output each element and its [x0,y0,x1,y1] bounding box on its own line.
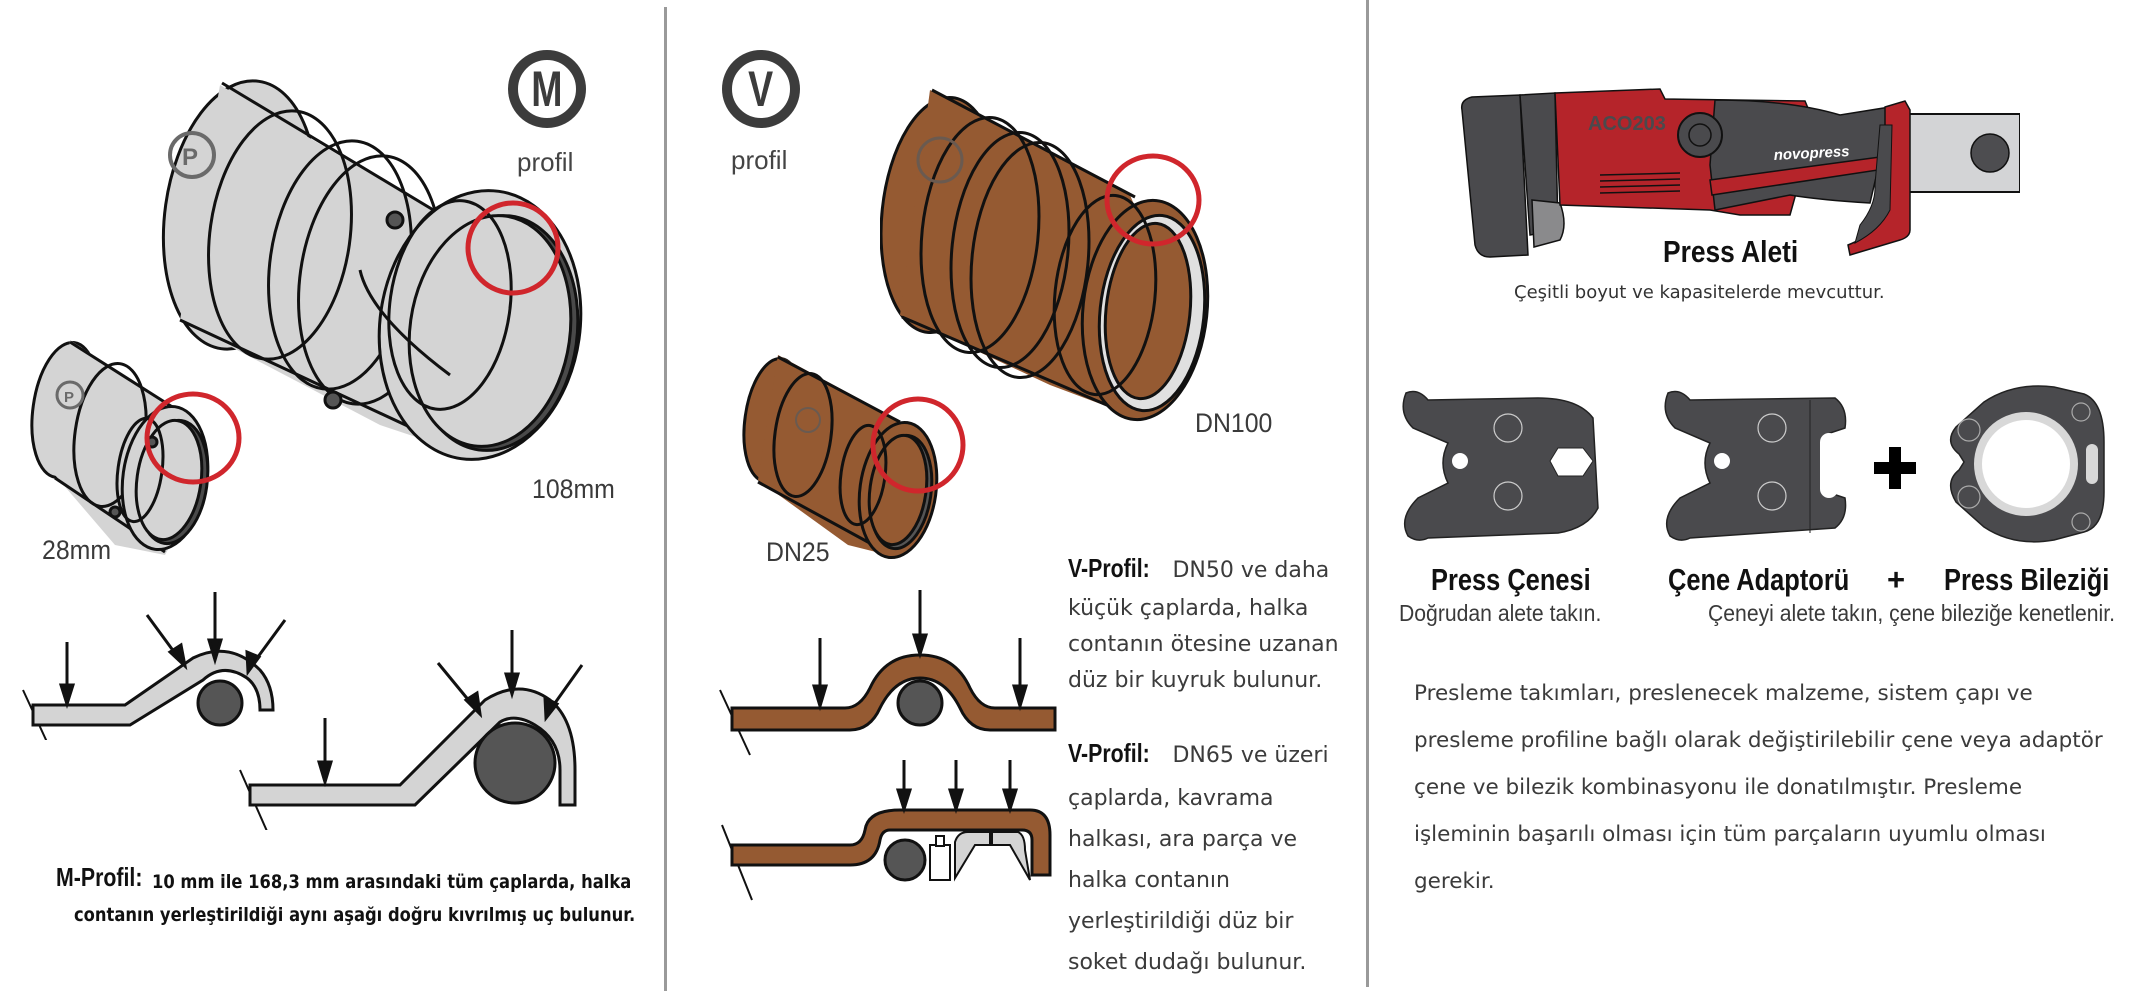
paragraph-line: Presleme takımları, preslenecek malzeme,… [1414,681,2033,706]
paragraph-line: presleme profiline bağlı olarak değiştir… [1414,728,2103,753]
v-profile-description-2-line: halkası, ara parça ve [1068,827,1298,852]
svg-text:P: P [64,389,74,406]
jaw-adapter-illustration [1664,390,1847,541]
m-fitting-28mm-illustration: P [30,340,210,555]
v-profile-description-2-line: soket dudağı bulunur. [1068,950,1307,975]
m-profile-caption-line1: 10 mm ile 168,3 mm arasındaki tüm çaplar… [152,871,632,893]
v-fitting-dn25-highlight-circle [870,396,966,494]
press-tool-illustration: ACO203 novopress [1460,88,2020,258]
v-profile-badge-word: profil [731,145,788,175]
paragraph-line: gerekir. [1414,869,1495,894]
v-profile-description-2-line: yerleştirildiği düz bir [1068,909,1294,934]
v-fitting-dn100-label: DN100 [1195,408,1273,438]
m-profile-badge-letter: M [531,61,563,117]
v-profile-description-1-line: düz bir kuyruk bulunur. [1068,668,1323,693]
m-fitting-108mm-highlight-circle [465,200,561,296]
press-tools-paragraph: Presleme takımları, preslenecek malzeme,… [1414,670,2103,905]
jaw-adapter-title: Çene Adaptorü [1668,562,1850,597]
svg-text:P: P [182,144,198,171]
adapter-plus-label: + [1887,562,1906,597]
v-profile-badge-letter: V [748,61,774,117]
v-profile-description-1: V-Profil: DN50 ve daha küçük çaplarda, h… [1068,550,1339,699]
v-profile-description-1-line: contanın ötesine uzanan [1068,632,1339,657]
v-profile-description-1-line: küçük çaplarda, halka [1068,596,1309,621]
m-fitting-108mm-label: 108mm [532,474,615,504]
press-jaw-illustration [1402,390,1599,541]
v-fitting-dn25-label: DN25 [766,537,830,567]
m-profile-cross-section-small [22,592,287,740]
m-profile-caption: M-Profil: 10 mm ile 168,3 mm arasındaki … [56,862,646,926]
press-tool-brand-label: novopress [1773,143,1850,164]
m-profile-caption-line2: contanın yerleştirildiği aynı aşağı doğr… [74,904,636,926]
m-fitting-28mm-highlight-circle [144,391,242,485]
v-profile-description-1-head: V-Profil: [1068,553,1150,583]
v-profile-cross-section-large-dn [721,760,1052,901]
v-fitting-dn100-highlight-circle [1104,153,1202,247]
v-profile-description-1-line: DN50 ve daha [1172,558,1330,583]
press-jaw-title: Press Çenesi [1431,562,1591,597]
press-ring-title: Press Bileziği [1944,562,2110,597]
press-jaw-subtitle: Doğrudan alete takın. [1399,600,1602,626]
v-profile-badge: V [722,50,800,128]
v-profile-description-2-head: V-Profil: [1068,738,1150,768]
paragraph-line: çene ve bilezik kombinasyonu ile donatıl… [1414,775,2023,800]
m-profile-caption-head: M-Profil: [56,862,143,892]
m-profile-cross-section-large [239,630,584,830]
press-tool-model-label: ACO203 [1588,113,1666,135]
m-fitting-108mm-illustration: P [161,79,583,461]
v-profile-description-2-line: çaplarda, kavrama [1068,786,1274,811]
v-profile-description-2-line: DN65 ve üzeri [1172,743,1329,768]
paragraph-line: işleminin başarılı olması için tüm parça… [1414,822,2046,847]
press-ring-illustration [1950,385,2105,543]
m-profile-badge-word: profil [517,147,574,177]
adapter-ring-subtitle: Çeneyi alete takın, çene bileziğe kenetl… [1708,600,2115,626]
v-fitting-dn25-illustration [742,355,939,560]
press-tool-subtitle: Çeşitli boyut ve kapasitelerde mevcuttur… [1514,282,1885,303]
m-profile-badge: M [508,50,586,128]
v-profile-cross-section-small-dn [719,590,1057,756]
plus-sign-icon [1874,447,1916,489]
press-tool-title: Press Aleti [1663,234,1799,269]
v-profile-description-2-line: halka contanın [1068,868,1230,893]
panel-divider-left [664,7,667,991]
v-fitting-dn100-illustration [880,88,1210,422]
m-fitting-28mm-label: 28mm [42,535,112,565]
v-profile-description-2: V-Profil: DN65 ve üzeri çaplarda, kavram… [1068,733,1329,983]
panel-divider-right [1366,0,1369,987]
